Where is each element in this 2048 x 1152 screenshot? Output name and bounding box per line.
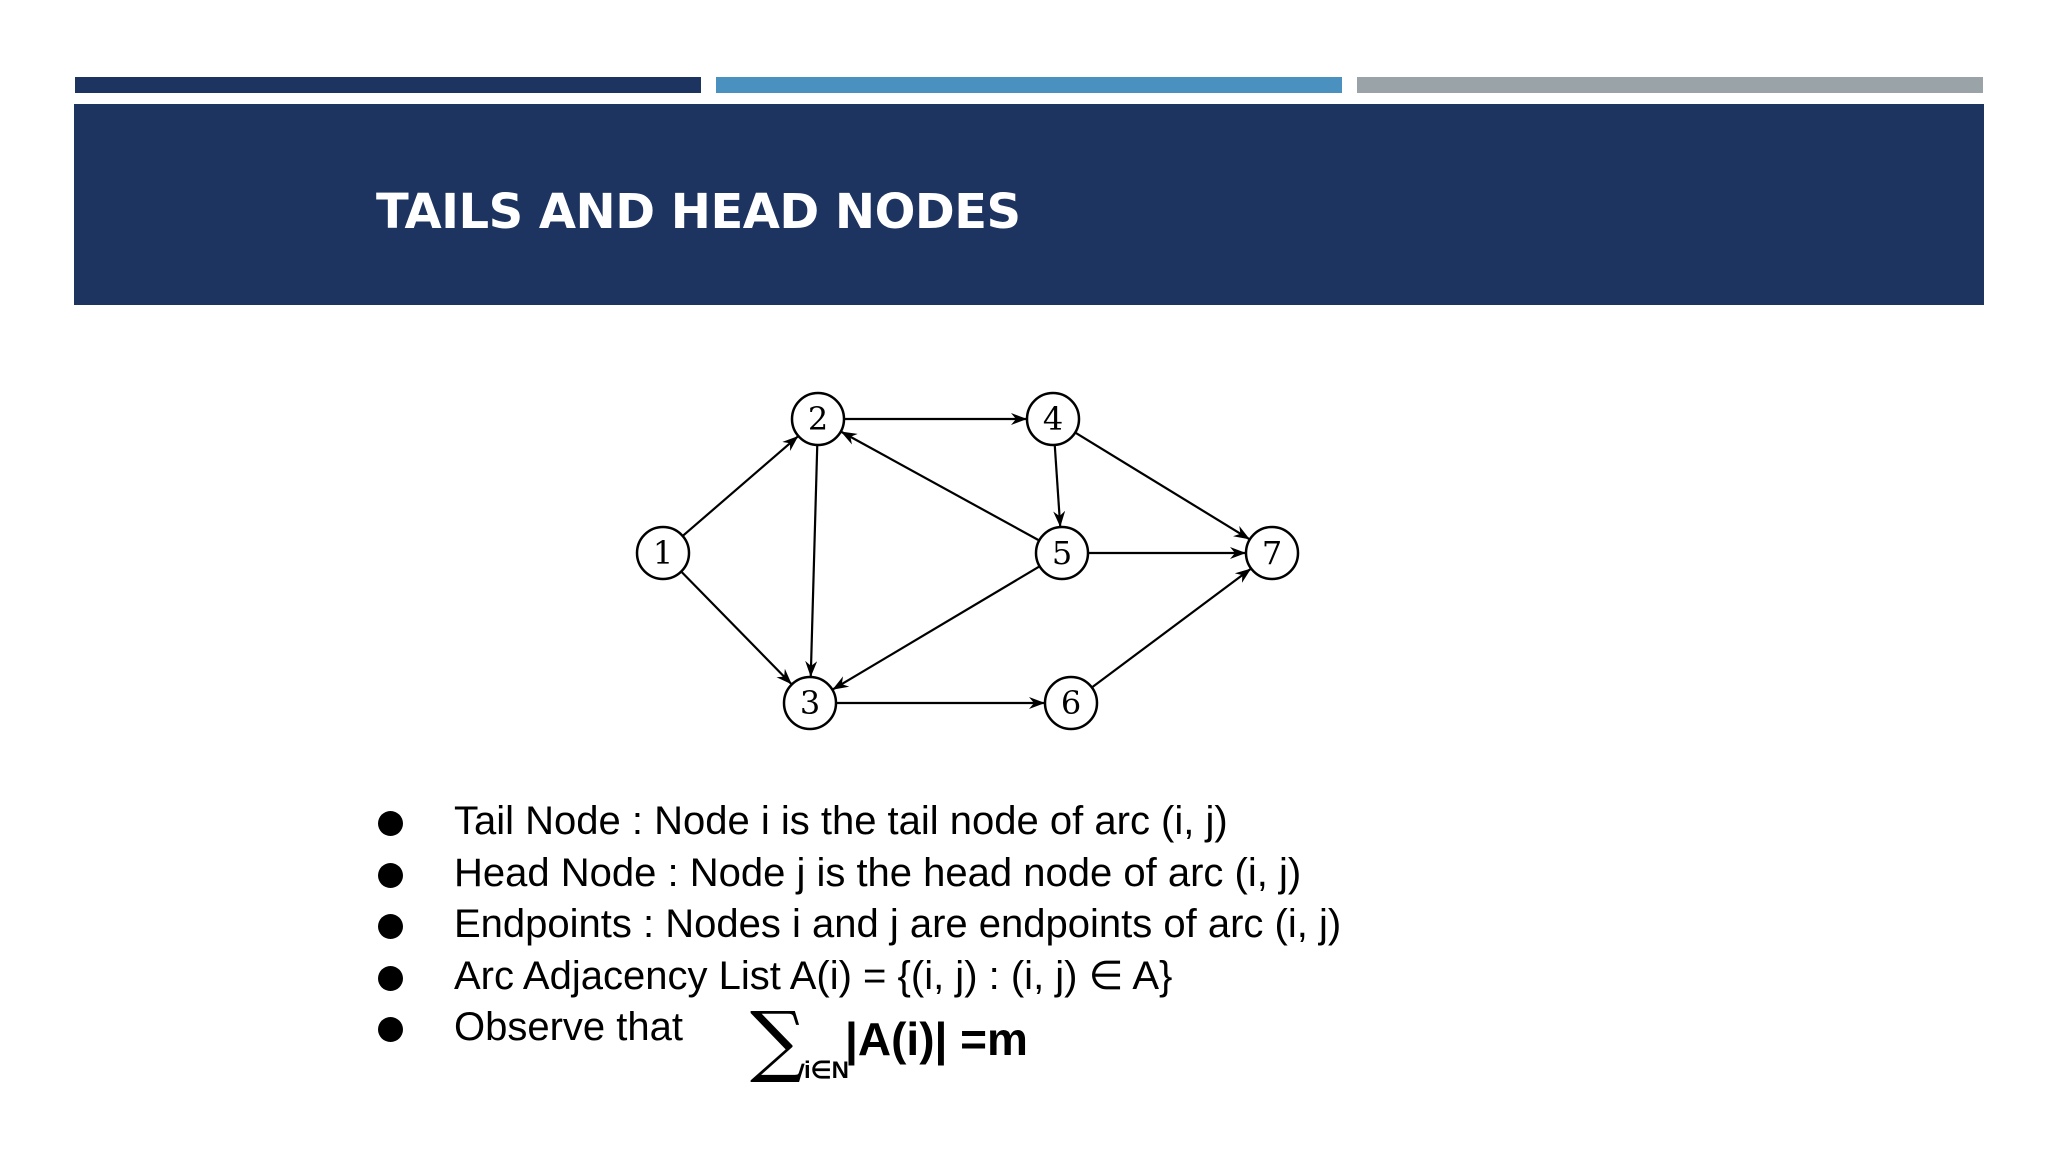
node-circle xyxy=(1025,391,1081,447)
node-7: 7 xyxy=(1244,525,1300,581)
accent-bar-blue xyxy=(716,77,1342,93)
node-label: 3 xyxy=(800,684,820,722)
node-label: 5 xyxy=(1052,534,1072,572)
node-5: 5 xyxy=(1034,525,1090,581)
formula-body: |A(i)| =m xyxy=(845,1013,1028,1065)
node-circle xyxy=(635,525,691,581)
bullet-item-observe: Observe that xyxy=(378,1002,1341,1054)
node-label: 7 xyxy=(1262,534,1282,572)
bullet-dot xyxy=(378,811,403,836)
accent-bar-dark xyxy=(75,77,701,93)
sigma-symbol: ∑ xyxy=(750,996,806,1086)
node-label: 1 xyxy=(653,534,673,572)
sum-subscript: i∈N xyxy=(804,1057,849,1084)
arc-1-2 xyxy=(682,435,799,537)
node-circle xyxy=(1244,525,1300,581)
title-band: TAILS AND HEAD NODES xyxy=(74,104,1984,305)
arc-5-3 xyxy=(832,565,1040,691)
arc-2-3 xyxy=(805,445,819,678)
slide-title: TAILS AND HEAD NODES xyxy=(376,184,1021,240)
node-6: 6 xyxy=(1043,675,1099,731)
arc-5-2 xyxy=(840,431,1039,541)
bullet-text: Arc Adjacency List A(i) = {(i, j) : (i, … xyxy=(454,953,1173,998)
node-4: 4 xyxy=(1025,391,1081,447)
accent-bar-gray xyxy=(1357,77,1983,93)
bullet-text: Tail Node : Node i is the tail node of a… xyxy=(454,799,1228,843)
node-circle xyxy=(1034,525,1090,581)
sum-formula: ∑ i∈N |A(i)| =m xyxy=(750,1002,1050,1086)
bullet-item-tail-node: Tail Node : Node i is the tail node of a… xyxy=(378,796,1341,848)
arc-4-5 xyxy=(1053,445,1066,528)
node-label: 6 xyxy=(1061,684,1081,722)
bullet-dot xyxy=(378,1017,403,1042)
bullet-text: Observe that xyxy=(454,1005,684,1049)
arc-1-3 xyxy=(681,571,792,685)
bullet-item-head-node: Head Node : Node j is the head node of a… xyxy=(378,848,1341,900)
node-3: 3 xyxy=(782,675,838,731)
bullet-text: Endpoints : Nodes i and j are endpoints … xyxy=(454,902,1342,946)
bullet-dot xyxy=(378,965,403,991)
arc-6-7 xyxy=(1091,568,1252,688)
node-label: 4 xyxy=(1043,400,1063,438)
node-circle xyxy=(1043,675,1099,731)
bullet-text: Head Node : Node j is the head node of a… xyxy=(454,850,1302,895)
node-circle xyxy=(782,675,838,731)
bullet-dot xyxy=(378,914,403,939)
bullet-item-adjacency-list: Arc Adjacency List A(i) = {(i, j) : (i, … xyxy=(378,951,1341,1003)
arc-4-7 xyxy=(1075,432,1250,540)
node-1: 1 xyxy=(635,525,691,581)
bullet-dot xyxy=(378,862,403,888)
node-2: 2 xyxy=(790,391,846,447)
node-label: 2 xyxy=(808,400,828,438)
node-circle xyxy=(790,391,846,447)
bullet-item-endpoints: Endpoints : Nodes i and j are endpoints … xyxy=(378,899,1341,951)
bullet-list: Tail Node : Node i is the tail node of a… xyxy=(378,796,1341,1054)
